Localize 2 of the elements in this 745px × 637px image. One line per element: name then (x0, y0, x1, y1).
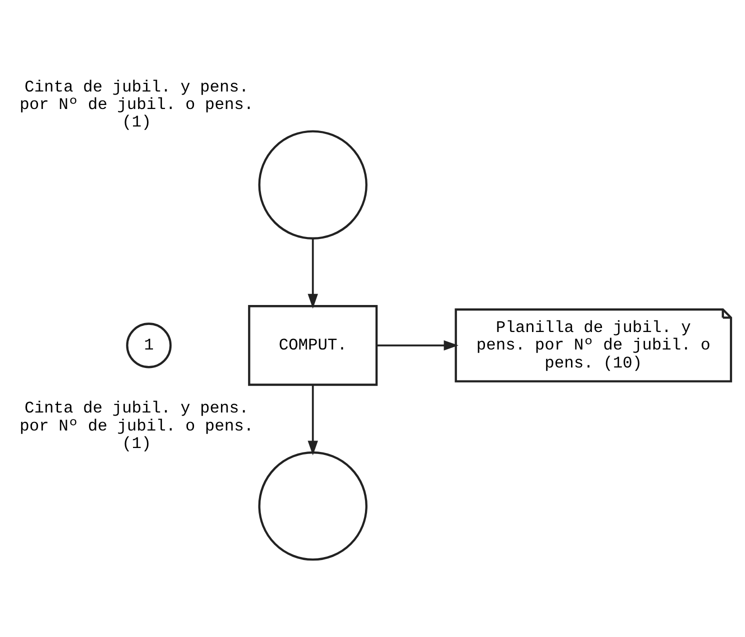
node-label: Cinta de jubil. y pens. por Nº de jubil. o pens. (1) (20, 76, 254, 132)
node-label: Cinta de jubil. y pens. por Nº de jubil. o pens. (1) (20, 398, 254, 452)
